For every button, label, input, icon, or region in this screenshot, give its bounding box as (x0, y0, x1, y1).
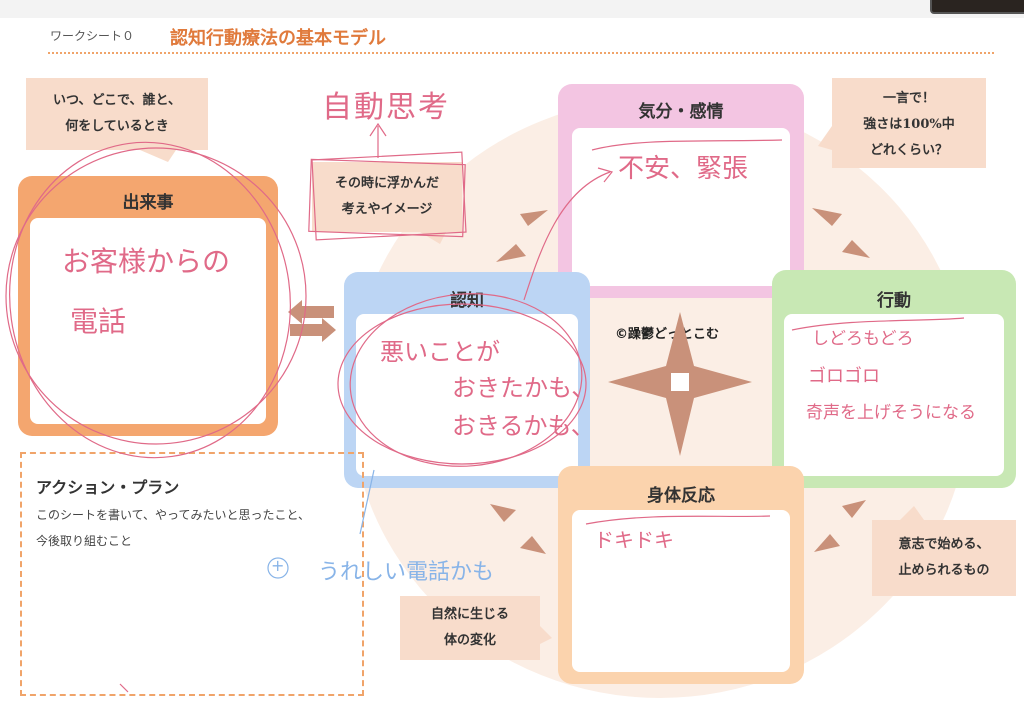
copyright-label: ©躁鬱どっとこむ (615, 327, 720, 342)
cognition-to-mood-pen-arrow (523, 167, 614, 301)
callout-behavior-line1: 意志で始める、 (898, 537, 990, 552)
arrow-mood-to-behavior-icon (812, 208, 842, 226)
mood-handwriting: 不安、緊張 (618, 154, 749, 184)
positive-plus-circle-icon (267, 557, 289, 579)
arrow-behavior-to-mood-icon (842, 240, 870, 258)
cognition-handwriting-line3: おきるかも、 (452, 412, 595, 440)
callout-strength-line1: 一言で！ (882, 91, 935, 106)
callout-strength: 一言で！ 強さは100%中 どれくらい？ (832, 78, 986, 168)
arrow-cognition-to-body-icon (490, 504, 516, 522)
thought-scribble-rect (311, 151, 467, 241)
cognition-to-positive-pen-line (359, 469, 375, 535)
webcam-thumbnail[interactable] (930, 0, 1024, 14)
body-handwriting: ドキドキ (594, 528, 674, 552)
action-plan-title: アクション・プラン (36, 478, 180, 497)
thought-scribble-rect-2 (308, 158, 466, 238)
event-box: 出来事 (18, 176, 278, 436)
callout-strength-tail-icon (818, 126, 832, 150)
behavior-handwriting-line1: しどろもどろ (812, 329, 914, 349)
cognition-handwriting-line1: 悪いことが (380, 338, 500, 366)
arrow-cognition-to-mood-icon (520, 210, 548, 226)
behavior-handwriting-line3: 奇声を上げそうになる (806, 403, 976, 423)
cognition-handwriting-line2: おきたかも、 (452, 374, 596, 402)
callout-body-line2: 体の変化 (443, 633, 496, 648)
cognition-box-content (356, 314, 578, 476)
window-top-bar (0, 0, 1024, 18)
body-underline-pen (585, 515, 771, 525)
action-plan-desc-line1: このシートを書いて、やってみたいと思ったこと、 (36, 508, 310, 522)
callout-body: 自然に生じる 体の変化 (400, 596, 540, 660)
arrow-behavior-to-body-icon (842, 500, 866, 518)
cognition-scribble-circle (337, 303, 587, 465)
arrow-body-to-behavior-icon (814, 534, 840, 552)
behavior-handwriting-line2: ゴロゴロ (808, 366, 880, 387)
callout-thought: その時に浮かんだ 考えやイメージ (312, 162, 462, 232)
callout-body-tail-icon (540, 626, 552, 644)
callout-strength-line3: どれくらい？ (869, 143, 948, 158)
cognition-box: 認知 (344, 272, 590, 488)
callout-thought-line2: 考えやイメージ (341, 202, 433, 217)
auto-thought-arrow-icon (369, 122, 387, 158)
action-plan-description: このシートを書いて、やってみたいと思ったこと、 今後取り組むこと (36, 502, 310, 554)
cognition-box-title: 認知 (450, 291, 484, 311)
positive-thought-handwriting: うれしい電話かも (318, 560, 495, 585)
callout-when-tail-icon (140, 150, 176, 162)
callout-behavior: 意志で始める、 止められるもの (872, 520, 1016, 596)
callout-thought-line1: その時に浮かんだ (334, 176, 439, 191)
title-divider (48, 52, 994, 54)
behavior-underline-pen (791, 317, 965, 331)
arrow-event-to-cognition-icon (290, 318, 336, 342)
callout-when-line2: 何をしているとき (65, 119, 169, 134)
mood-box: 気分・感情 (558, 84, 804, 298)
arrow-cognition-to-event-icon (288, 300, 334, 324)
callout-body-line1: 自然に生じる (430, 607, 509, 622)
event-scribble-circle (5, 147, 307, 445)
callout-when: いつ、どこで、誰と、 何をしているとき (26, 78, 208, 150)
arrow-mood-to-cognition-icon (496, 244, 526, 262)
callout-when-line1: いつ、どこで、誰と、 (52, 93, 182, 108)
action-small-mark (119, 683, 129, 693)
star-center-square-icon (671, 373, 689, 391)
event-handwriting-line2: 電話 (70, 305, 127, 338)
action-plan-desc-line2: 今後取り組むこと (36, 534, 133, 548)
callout-behavior-line2: 止められるもの (898, 563, 990, 578)
worksheet-label: ワークシート０ (50, 29, 135, 43)
page-title: 認知行動療法の基本モデル (170, 28, 386, 49)
action-plan-box: アクション・プラン このシートを書いて、やってみたいと思ったこと、 今後取り組む… (20, 452, 364, 696)
auto-thought-handwriting: 自動思考 (322, 90, 450, 125)
event-handwriting-line1: お客様からの (62, 245, 231, 278)
behavior-box: 行動 (772, 270, 1016, 488)
arrow-body-to-cognition-icon (520, 536, 546, 554)
body-box-title: 身体反応 (647, 486, 715, 506)
mood-box-content (572, 128, 790, 286)
mood-underline-pen (591, 139, 783, 151)
cognition-scribble-circle-2 (349, 293, 583, 467)
callout-behavior-tail-icon (900, 506, 924, 520)
event-box-content (30, 218, 266, 424)
mood-box-title: 気分・感情 (638, 102, 724, 122)
behavior-box-content (784, 314, 1004, 476)
callout-strength-line2: 強さは100%中 (863, 117, 955, 132)
body-box-content (572, 510, 790, 672)
positive-plus-mark: + (271, 556, 285, 575)
event-box-title: 出来事 (122, 193, 174, 213)
body-box: 身体反応 (558, 466, 804, 684)
behavior-box-title: 行動 (877, 291, 911, 311)
event-scribble-circle-2 (9, 141, 291, 459)
